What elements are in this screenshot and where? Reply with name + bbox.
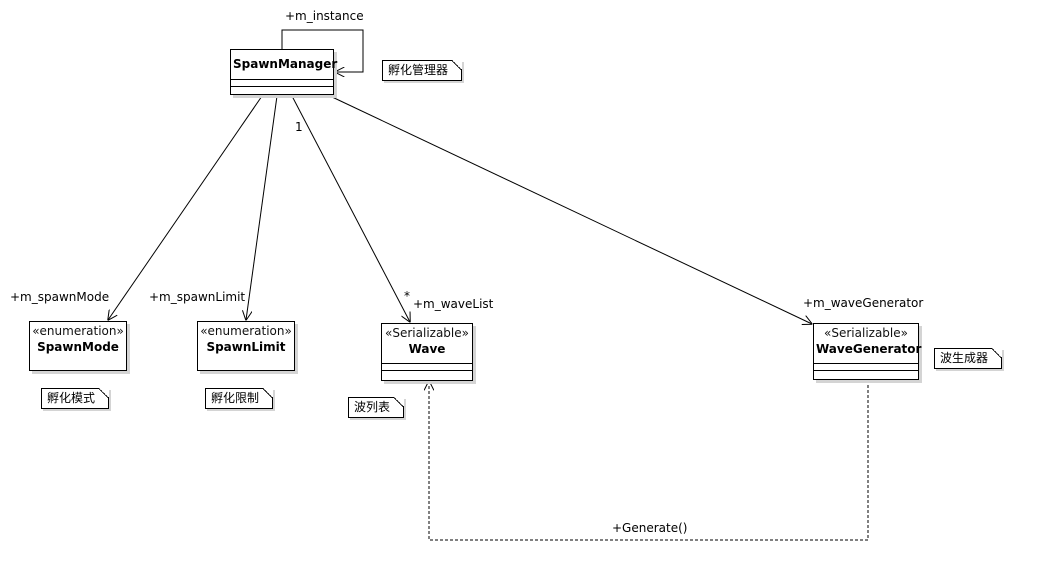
note-text: 孵化限制 <box>211 391 260 405</box>
note-fold-icon <box>263 388 274 398</box>
note-spawnmanager[interactable]: 孵化管理器 <box>382 60 463 81</box>
role-label-instance: +m_instance <box>285 9 364 23</box>
note-fold-icon <box>452 60 463 70</box>
class-spawnmanager[interactable]: SpawnManager <box>230 49 338 95</box>
stereotype-label: «enumeration» <box>32 324 124 338</box>
class-wavegenerator[interactable]: «Serializable» WaveGenerator <box>813 323 922 380</box>
note-text: 孵化管理器 <box>388 63 449 77</box>
edge-wavegenerator-wave-dependency <box>429 380 869 541</box>
operations-compartment <box>814 371 918 378</box>
note-fold-icon <box>394 397 405 407</box>
attributes-compartment <box>814 364 918 371</box>
operations-compartment <box>231 87 333 94</box>
role-label-wavelist: +m_waveList <box>413 297 494 311</box>
edge-spawnmanager-spawnmode <box>108 95 263 320</box>
class-name: SpawnLimit <box>206 340 286 354</box>
note-wave[interactable]: 波列表 <box>348 397 405 418</box>
edge-spawnmanager-spawnlimit <box>246 95 278 320</box>
attributes-compartment <box>231 80 333 87</box>
note-text: 波生成器 <box>940 351 989 365</box>
note-text: 波列表 <box>354 400 391 414</box>
class-name: Wave <box>408 342 446 356</box>
stereotype-label: «Serializable» <box>385 326 469 340</box>
operation-label-generate: +Generate() <box>612 521 688 535</box>
class-spawnmode[interactable]: «enumeration» SpawnMode <box>29 321 127 371</box>
note-wavegenerator[interactable]: 波生成器 <box>934 348 1003 369</box>
note-spawnmode[interactable]: 孵化模式 <box>41 388 110 409</box>
note-fold-icon <box>99 388 110 398</box>
multiplicity-source: 1 <box>295 120 303 134</box>
role-label-spawnmode: +m_spawnMode <box>10 290 110 304</box>
class-spawnlimit[interactable]: «enumeration» SpawnLimit <box>197 321 295 371</box>
multiplicity-target: * <box>404 289 410 303</box>
edge-spawnmanager-wavegenerator <box>329 95 812 324</box>
stereotype-label: «Serializable» <box>824 326 908 340</box>
operations-compartment <box>382 371 472 378</box>
attributes-compartment <box>382 364 472 371</box>
role-label-spawnlimit: +m_spawnLimit <box>149 290 246 304</box>
edge-spawnmanager-wave <box>291 95 410 322</box>
class-name: WaveGenerator <box>816 342 922 356</box>
stereotype-label: «enumeration» <box>200 324 292 338</box>
note-spawnlimit[interactable]: 孵化限制 <box>205 388 274 409</box>
class-name: SpawnManager <box>233 57 338 71</box>
class-name: SpawnMode <box>37 340 119 354</box>
class-wave[interactable]: «Serializable» Wave <box>381 323 473 381</box>
edge-self-instance <box>281 29 364 72</box>
note-fold-icon <box>992 348 1003 358</box>
role-label-wavegenerator: +m_waveGenerator <box>803 296 924 310</box>
note-text: 孵化模式 <box>47 391 96 405</box>
